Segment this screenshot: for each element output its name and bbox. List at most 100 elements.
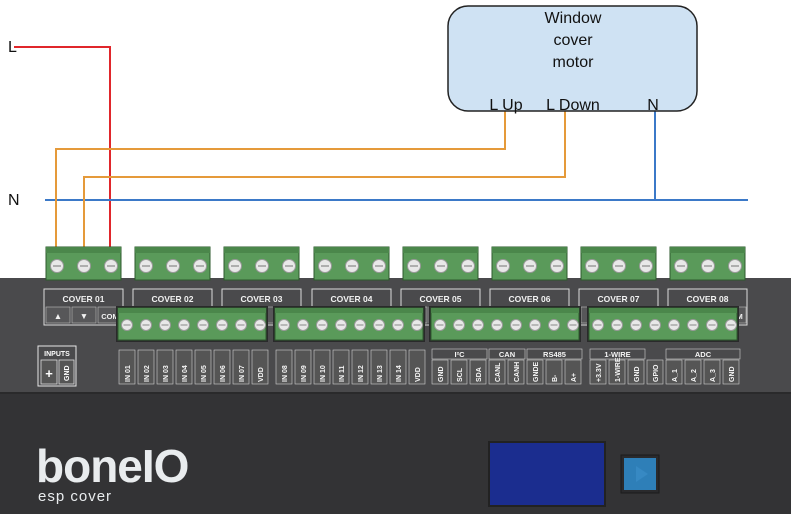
pin-label: A_1 bbox=[672, 369, 679, 382]
pin-label: VDD bbox=[415, 367, 422, 382]
pin-label-box bbox=[137, 349, 155, 385]
cover-channel-name: COVER 05 bbox=[419, 294, 461, 304]
io-block-top bbox=[118, 308, 266, 313]
motor-up-wire bbox=[55, 110, 506, 268]
pin-label-box bbox=[608, 359, 626, 385]
pin-label-box bbox=[545, 359, 563, 385]
pin-label-box bbox=[684, 359, 702, 385]
pin-label-box bbox=[589, 359, 607, 385]
misc-header: 1-WIRE bbox=[604, 350, 630, 359]
pin-label: IN 08 bbox=[282, 365, 289, 382]
motor-terminal-up: L Up bbox=[489, 97, 522, 114]
bus-header-frame bbox=[488, 348, 526, 360]
pin-label-box bbox=[351, 349, 369, 385]
pin-label: IN 09 bbox=[301, 365, 308, 382]
bus-header: CAN bbox=[499, 350, 515, 359]
pin-label: IN 04 bbox=[182, 365, 189, 382]
pin-label-box bbox=[213, 349, 231, 385]
cover-terminal-blocks bbox=[45, 246, 746, 281]
pin-label: IN 06 bbox=[220, 365, 227, 382]
io-terminal-blocks bbox=[116, 306, 739, 342]
pin-label: IN 07 bbox=[239, 365, 246, 382]
pin-label: IN 13 bbox=[377, 365, 384, 382]
bus-header-frame bbox=[431, 348, 488, 360]
cover-7-terminal-block[interactable] bbox=[580, 246, 657, 281]
pin-label: IN 12 bbox=[358, 365, 365, 382]
pin-label: GNDE bbox=[533, 361, 540, 382]
wires bbox=[14, 46, 748, 268]
play-icon bbox=[636, 466, 648, 482]
motor-title-line-3: motor bbox=[553, 54, 595, 71]
cover-6-terminal-block[interactable] bbox=[491, 246, 568, 281]
cover-terminal-label-box bbox=[45, 306, 71, 324]
cover-terminal-label: ▼ bbox=[80, 311, 88, 321]
pin-label-box bbox=[408, 349, 426, 385]
io-block-4[interactable] bbox=[587, 306, 739, 342]
pin-label: A_2 bbox=[691, 369, 698, 382]
pin-label-box bbox=[488, 359, 506, 385]
cover-1-terminal-block[interactable] bbox=[45, 246, 122, 281]
inputs-title: INPUTS bbox=[44, 351, 70, 358]
cover-5-terminal-block[interactable] bbox=[402, 246, 479, 281]
cover-2-terminal-block[interactable] bbox=[134, 246, 211, 281]
pin-label-box bbox=[294, 349, 312, 385]
pin-label-box bbox=[389, 349, 407, 385]
pin-label-box bbox=[370, 349, 388, 385]
pin-label: SDA bbox=[476, 367, 483, 382]
pin-label-box bbox=[703, 359, 721, 385]
inputs-plus-pin: + bbox=[45, 366, 53, 381]
pin-label-box bbox=[313, 349, 331, 385]
pin-label: CANL bbox=[495, 362, 502, 382]
inputs-block: INPUTS + GND bbox=[37, 345, 77, 387]
pin-label-box bbox=[526, 359, 544, 385]
pin-label-box bbox=[431, 359, 449, 385]
pin-label-box bbox=[251, 349, 269, 385]
pin-label-box bbox=[722, 359, 740, 385]
io-block-2[interactable] bbox=[273, 306, 425, 342]
pin-label: B- bbox=[552, 374, 559, 382]
bus-header-frame bbox=[526, 348, 583, 360]
cover-3-terminal-block[interactable] bbox=[223, 246, 300, 281]
pin-label: IN 05 bbox=[201, 365, 208, 382]
cover-8-terminal-block[interactable] bbox=[669, 246, 746, 281]
pin-label-box bbox=[156, 349, 174, 385]
terminal-block-top bbox=[135, 247, 210, 253]
misc-header: ADC bbox=[695, 350, 712, 359]
io-block-top bbox=[589, 308, 737, 313]
cover-channel-name: COVER 03 bbox=[240, 294, 282, 304]
cover-channel-name: COVER 01 bbox=[62, 294, 104, 304]
terminal-block-top bbox=[403, 247, 478, 253]
motor-down-wire bbox=[83, 110, 566, 268]
oled-display bbox=[488, 441, 606, 507]
cover-channel-name: COVER 02 bbox=[151, 294, 193, 304]
misc-header-frame bbox=[665, 348, 741, 360]
io-block-top bbox=[275, 308, 423, 313]
cover-terminal-label-box bbox=[71, 306, 97, 324]
pin-label: SCL bbox=[457, 367, 464, 382]
inputs-frame bbox=[37, 345, 77, 387]
pin-label-box bbox=[469, 359, 487, 385]
device-lower-panel bbox=[0, 393, 791, 514]
bus-header: I²C bbox=[455, 350, 466, 359]
pin-label: CANH bbox=[514, 362, 521, 382]
cover-4-terminal-block[interactable] bbox=[313, 246, 390, 281]
menu-button[interactable] bbox=[620, 454, 660, 494]
neutral-label: N bbox=[8, 192, 20, 209]
pin-label: IN 01 bbox=[125, 365, 132, 382]
window-cover-motor: Window cover motor L Up L Down N bbox=[447, 5, 698, 114]
pin-label: IN 10 bbox=[320, 365, 327, 382]
inputs-gnd-box bbox=[58, 359, 75, 385]
pin-label-box bbox=[627, 359, 645, 385]
motor-terminal-down: L Down bbox=[546, 97, 600, 114]
pin-label: +3.3V bbox=[596, 363, 603, 382]
pin-label: GND bbox=[729, 366, 736, 382]
io-block-1[interactable] bbox=[116, 306, 268, 342]
pin-label-box bbox=[450, 359, 468, 385]
terminal-block-top bbox=[670, 247, 745, 253]
io-block-3[interactable] bbox=[429, 306, 581, 342]
brand-logo: boneIO esp cover bbox=[36, 440, 189, 505]
